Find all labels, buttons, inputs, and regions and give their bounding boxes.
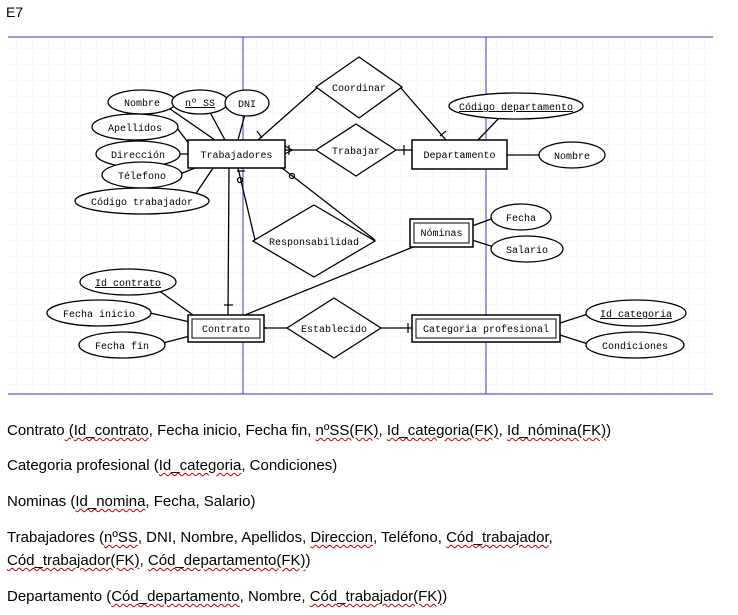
attribute-id-categoria [585,299,687,327]
relation-contrato-fk1: nºSS(FK) [315,422,379,439]
attribute-id-contrato-label: Id contrato [95,278,161,290]
relation-contrato: Contrato (Id_contrato, Fecha inicio, Fec… [7,421,611,441]
attribute-codigo-departamento [448,92,584,120]
relation-contrato-sep2: , [378,422,387,439]
relation-trabajadores-sep1: , DNI, Nombre, Apellidos, [137,529,311,546]
attribute-dni-label: DNI [238,100,256,111]
relation-trabajadores-fk1: Cód_trabajador(FK) [7,552,140,569]
attribute-fecha-inicio [46,299,152,327]
attribute-fecha [490,203,552,231]
relation-departamento-sep1: , Nombre, [239,588,310,605]
relation-contrato-name: Contrato [7,422,65,439]
attribute-fecha-fin-label: Fecha fin [95,341,149,353]
relation-departamento-close: ) [442,588,448,605]
entity-departamento: Departamento [411,139,508,170]
attribute-salario-label: Salario [506,245,548,257]
attribute-dep-nombre [538,141,606,169]
relation-contrato-sep1: , Fecha inicio, Fecha fin, [148,422,316,439]
attribute-telefono-label: Télefono [118,171,166,183]
relation-trabajadores-w2: Cód_trabajador [446,529,549,546]
relationship-trabajar-label: Trabajar [332,146,380,158]
attribute-condiciones-label: Condiciones [602,341,668,353]
attribute-codigo-trabajador [74,187,210,215]
relationship-establecido-label: Establecido [301,324,367,336]
entity-contrato-label: Contrato [202,325,250,336]
entity-trabajadores-label: Trabajadores [200,150,272,162]
relation-nominas-rest: , Fecha, Salario) [145,493,256,510]
relation-categoria-name: Categoria profesional ( [7,457,159,474]
attribute-codigo-departamento-label: Código departamento [459,102,573,114]
relation-contrato-fk3: Id_nómina(FK) [506,422,607,439]
relationship-coordinar: Coordinar [314,56,404,119]
relation-departamento-fk1: Cód_trabajador(FK) [309,588,443,605]
relationship-responsabilidad-label: Responsabilidad [269,237,359,249]
attribute-direccion-label: Dirección [111,150,165,162]
relation-departamento-pk: Cód_departamento [111,588,240,605]
attribute-fecha-fin [78,331,166,359]
entity-nominas-label: Nóminas [420,228,462,240]
attribute-apellidos-label: Apellidos [108,123,162,135]
attribute-dni [224,89,270,117]
entity-categoria-label: Categoria profesional [423,324,549,336]
attribute-salario [490,235,564,263]
relation-nominas-name: Nominas ( [7,493,76,510]
attribute-apellidos [91,113,179,141]
relation-trabajadores-sep3: , [548,529,553,546]
entity-trabajadores: Trabajadores [187,139,286,169]
relation-contrato-pk: Id_contrato [73,422,149,439]
er-diagram: Trabajadores Departamento Nóminas Contra… [8,36,713,395]
relation-contrato-open: ( [64,422,74,439]
relationship-responsabilidad: Responsabilidad [251,204,377,278]
relation-trabajadores-fk2: Cód_departamento(FK) [147,552,306,569]
relation-departamento: Departamento (Cód_departamento, Nombre, … [7,587,447,607]
relation-trabajadores-sep4: , [139,552,148,569]
relation-nominas-pk: Id_nomina [75,493,146,510]
relation-categoria-rest: , Condiciones) [241,457,338,474]
relation-departamento-name: Departamento ( [7,588,112,605]
relation-contrato-sep3: , [498,422,507,439]
entity-categoria: Categoria profesional [411,314,561,343]
attribute-codigo-trabajador-label: Código trabajador [91,197,193,209]
attribute-fecha-label: Fecha [506,213,536,225]
attribute-id-categoria-label: Id categoria [600,309,672,321]
attribute-fecha-inicio-label: Fecha inicio [63,309,135,321]
attribute-nombre-label: Nombre [124,98,160,110]
relation-contrato-close: ) [606,422,612,439]
relation-trabajadores: Trabajadores (nºSS, DNI, Nombre, Apellid… [7,528,553,548]
relation-categoria-pk: Id_categoria [158,457,242,474]
attribute-labels: Nombre nº SS DNI Apellidos Dirección Tél… [63,98,672,353]
relationship-trabajar: Trabajar [314,123,398,177]
entity-contrato: Contrato [187,314,265,343]
attribute-id-contrato [79,268,177,296]
relation-trabajadores-name: Trabajadores ( [7,529,104,546]
relation-trabajadores-close: ) [305,552,311,569]
relation-trabajadores-sep2: , Teléfono, [372,529,447,546]
relation-nominas: Nominas (Id_nomina, Fecha, Salario) [7,492,255,512]
page-title: E7 [6,4,24,20]
attribute-nss-label: nº SS [185,99,215,110]
relation-categoria: Categoria profesional (Id_categoria, Con… [7,456,337,476]
attributes [46,89,687,359]
relation-trabajadores-cont: Cód_trabajador(FK), Cód_departamento(FK)… [7,551,311,571]
relationship-coordinar-label: Coordinar [332,83,386,95]
relation-trabajadores-w1: Direccion [310,529,373,546]
attribute-condiciones [585,331,685,359]
entity-nominas: Nóminas [409,218,474,248]
relation-trabajadores-pk: nºSS [104,529,138,546]
relation-contrato-fk2: Id_categoria(FK) [386,422,499,439]
attribute-dep-nombre-label: Nombre [554,151,590,163]
relationship-establecido: Establecido [285,297,383,359]
entity-departamento-label: Departamento [423,151,495,162]
